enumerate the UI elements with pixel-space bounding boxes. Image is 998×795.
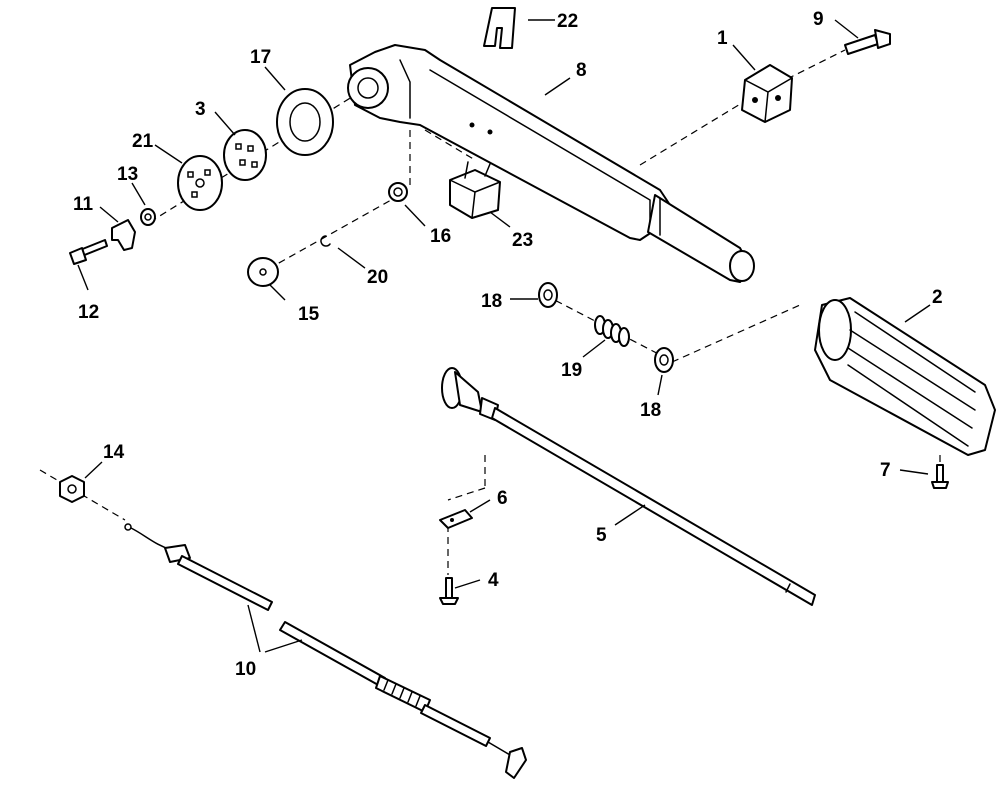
screw-7 [931, 464, 949, 489]
terminal-block [741, 64, 793, 123]
callout-19: 19 [561, 360, 582, 381]
callout-18-left: 18 [481, 291, 502, 312]
bracket-clip [483, 7, 516, 49]
retaining-ring [320, 235, 331, 247]
throttle-cable [124, 523, 527, 779]
lock-washer [140, 208, 156, 226]
callout-16: 16 [430, 226, 451, 247]
screw-4 [439, 577, 459, 605]
callout-3: 3 [195, 99, 206, 120]
callouts: 1 2 3 4 5 6 7 8 9 10 11 12 13 14 15 16 1… [73, 9, 943, 680]
callout-18-right: 18 [640, 400, 661, 421]
callout-8: 8 [576, 60, 587, 81]
callout-21: 21 [132, 131, 154, 152]
bracket-11 [111, 219, 136, 251]
bolt-12 [69, 239, 108, 265]
callout-6: 6 [497, 488, 508, 509]
disc-21 [177, 155, 223, 211]
callout-17: 17 [250, 47, 271, 68]
nut-16 [388, 182, 408, 202]
switch [449, 161, 501, 219]
ring-plate [276, 88, 334, 156]
washer-15 [247, 257, 279, 287]
callout-13: 13 [117, 164, 138, 185]
callout-10: 10 [235, 659, 256, 680]
callout-7: 7 [880, 460, 891, 481]
callout-5: 5 [596, 525, 607, 546]
washer-18-left [538, 282, 558, 308]
leader-lines [77, 19, 931, 653]
callout-11: 11 [73, 194, 94, 215]
clip-6 [439, 509, 473, 529]
callout-14: 14 [103, 442, 125, 463]
callout-9: 9 [813, 9, 824, 30]
callout-23: 23 [512, 230, 533, 251]
callout-1: 1 [717, 28, 728, 49]
plate-3 [223, 129, 267, 181]
spring [594, 315, 630, 347]
callout-15: 15 [298, 304, 320, 325]
washer-18-right [654, 347, 674, 373]
screw-9 [844, 29, 891, 55]
nut-14 [59, 475, 85, 503]
callout-22: 22 [557, 11, 578, 32]
callout-12: 12 [78, 302, 99, 323]
callout-20: 20 [367, 267, 388, 288]
throttle-grip [814, 297, 996, 456]
tiller-arm-housing [347, 44, 755, 283]
throttle-shaft [441, 367, 816, 606]
callout-2: 2 [932, 287, 943, 308]
callout-4: 4 [488, 570, 499, 591]
